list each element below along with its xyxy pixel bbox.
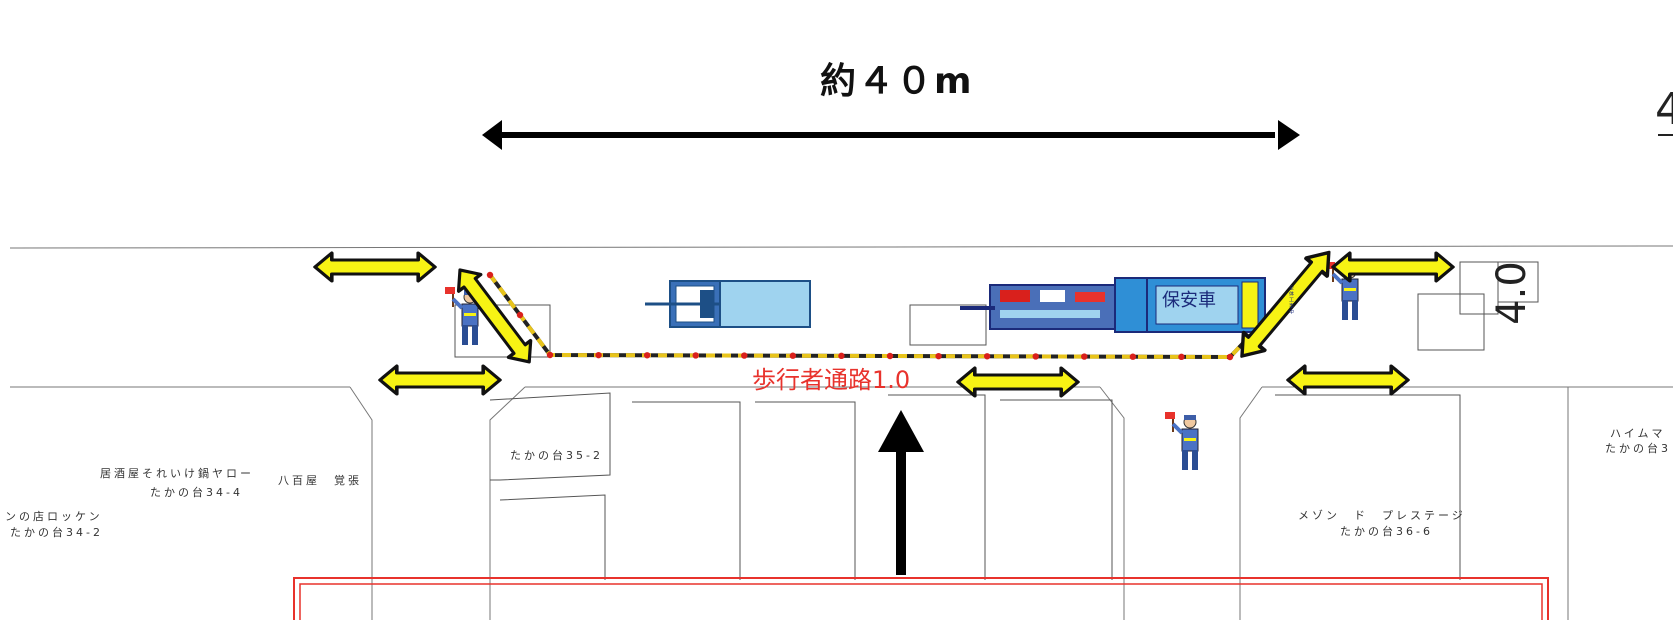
building-name: ハイムマ (1610, 427, 1666, 440)
entry-arrow (878, 410, 924, 575)
road-outline (9, 245, 1673, 620)
barrier-cone (983, 353, 991, 360)
yellow-arrow-6 (1331, 251, 1455, 283)
flagman-sidewalk (1163, 410, 1200, 472)
barrier-cone (838, 352, 845, 360)
building-name: メゾン ド プレステージ (1298, 509, 1466, 522)
barrier-cone (546, 351, 554, 359)
barrier-cone (886, 352, 894, 360)
dimension-label: 約４０m (820, 61, 974, 102)
barrier-cone (741, 352, 748, 359)
building-name: 居酒屋それいけ鍋ヤロー (100, 467, 254, 480)
road-width-label: 4.0 (1488, 261, 1535, 325)
building-address: たかの台3 (1605, 442, 1671, 455)
dimension-arrow (482, 120, 1300, 150)
barrier-cone (516, 311, 524, 319)
barrier-cone (935, 352, 942, 360)
crane-vehicle (960, 277, 1266, 333)
barrier-cone (643, 352, 651, 359)
yellow-arrow-7 (1286, 364, 1410, 396)
building-address: たかの台34-2 (10, 526, 103, 539)
vehicle-side-label: 全体工事中 (1288, 285, 1294, 315)
building-address: たかの台35-2 (510, 449, 603, 462)
building-parcels (454, 261, 1539, 580)
edge-partial-text: 4 (1655, 84, 1673, 135)
highlight-frame (293, 577, 1549, 624)
barrier-cone (1081, 353, 1088, 360)
truck-vehicle (645, 280, 811, 328)
walkway-label: 歩行者通路1.0 (752, 366, 911, 394)
building-name: 八百屋 覚張 (278, 474, 362, 487)
barrier-cone (789, 352, 797, 359)
building-address: たかの台36-6 (1340, 525, 1433, 538)
yellow-arrow-1 (313, 251, 437, 283)
barrier-cone (486, 271, 494, 279)
barrier-cone (595, 351, 602, 359)
barrier-cone (1129, 353, 1137, 360)
barrier-cone (692, 352, 699, 359)
building-address: たかの台34-4 (150, 486, 243, 499)
yellow-arrow-4 (956, 366, 1080, 398)
building-name: ンの店ロッケン (5, 510, 103, 523)
vehicle-label: 保安車 (1162, 290, 1216, 311)
barrier-cone (1178, 353, 1185, 361)
barrier-cone (1032, 353, 1039, 360)
yellow-arrow-2 (378, 364, 502, 396)
barrier-cone (1226, 353, 1234, 361)
